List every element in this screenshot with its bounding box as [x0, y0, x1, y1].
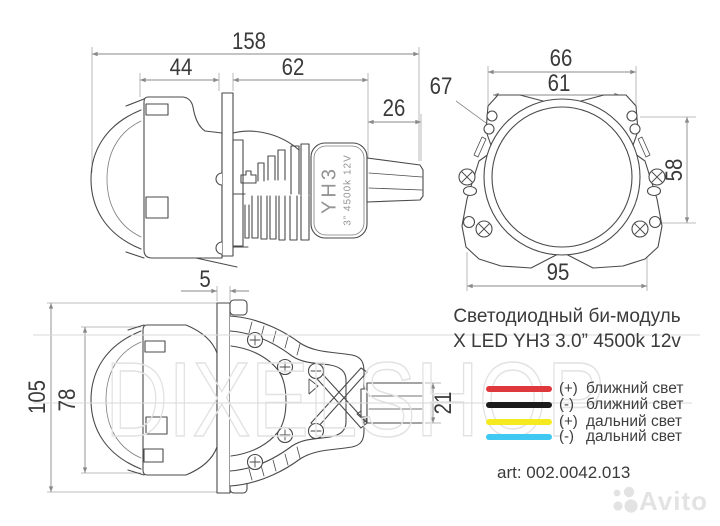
dim-connector-width: 21 — [430, 391, 457, 415]
wire-label: дальний свет — [586, 427, 682, 445]
center-lines — [33, 334, 700, 404]
legend-row-high-beam-minus: (-) дальний свет — [486, 427, 682, 445]
spec-marking: 3” 4500k 12V — [342, 154, 354, 226]
upper-fins — [257, 143, 310, 196]
mount-bracket-edge — [221, 92, 234, 257]
avito-logo-icon — [613, 486, 638, 513]
screw-icons — [458, 168, 666, 238]
legend-row-high-beam-plus: (+) дальний свет — [486, 412, 682, 430]
dim-inner-width: 61 — [547, 70, 571, 97]
lens-outline — [90, 109, 142, 250]
shroud-plate — [143, 96, 223, 259]
shop-watermark: DIXELSHOP — [105, 341, 605, 459]
product-heading: Светодиодный би-модуль X LED YH3 3.0” 45… — [441, 306, 693, 353]
heading-line-1: Светодиодный би-модуль — [453, 306, 681, 327]
model-marking: YH3 — [318, 166, 341, 214]
legend-row-low-beam-plus: (+) ближний свет — [486, 379, 684, 397]
lower-fins — [244, 195, 310, 241]
wire-sign: (-) — [559, 396, 574, 413]
shroud-plate — [142, 324, 218, 476]
dim-overall-length: 158 — [231, 28, 267, 55]
lens-ring — [491, 106, 633, 248]
lens-outline — [90, 330, 142, 470]
dim-lens-height: 78 — [54, 388, 81, 412]
dim-overall-height: 105 — [24, 379, 51, 415]
dim-lens-diameter: 67 — [429, 73, 453, 100]
dim-connector-length: 26 — [382, 95, 406, 122]
side-view — [90, 92, 424, 268]
dim-shroud-length: 44 — [169, 54, 193, 81]
article-number: art: 002.0042.013 — [497, 463, 631, 482]
wire-sign: (+) — [559, 413, 578, 430]
dim-outer-width: 66 — [549, 45, 573, 72]
wire-swatch-black — [486, 401, 552, 408]
front-view — [458, 94, 666, 269]
heading-line-2: X LED YH3 3.0” 4500k 12v — [453, 331, 681, 352]
avito-watermark: Avito — [639, 486, 709, 516]
connector-side — [366, 157, 424, 203]
wire-label: дальний свет — [586, 412, 682, 430]
screw-icons — [246, 331, 325, 471]
wire-swatch-yellow — [486, 418, 552, 425]
dim-mount-height: 58 — [661, 158, 688, 182]
wire-swatch-cyan — [486, 433, 552, 440]
dim-plate-thickness: 5 — [199, 266, 211, 293]
wire-label: ближний свет — [586, 395, 684, 413]
wire-label: ближний свет — [586, 379, 684, 397]
wire-sign: (-) — [559, 428, 574, 445]
dim-flange-width: 95 — [546, 259, 570, 286]
wire-swatch-red — [486, 385, 552, 392]
bezel-ring — [483, 98, 641, 256]
wire-sign: (+) — [559, 380, 578, 397]
legend-row-low-beam-minus: (-) ближний свет — [486, 395, 684, 413]
dim-body-length: 62 — [281, 54, 305, 81]
